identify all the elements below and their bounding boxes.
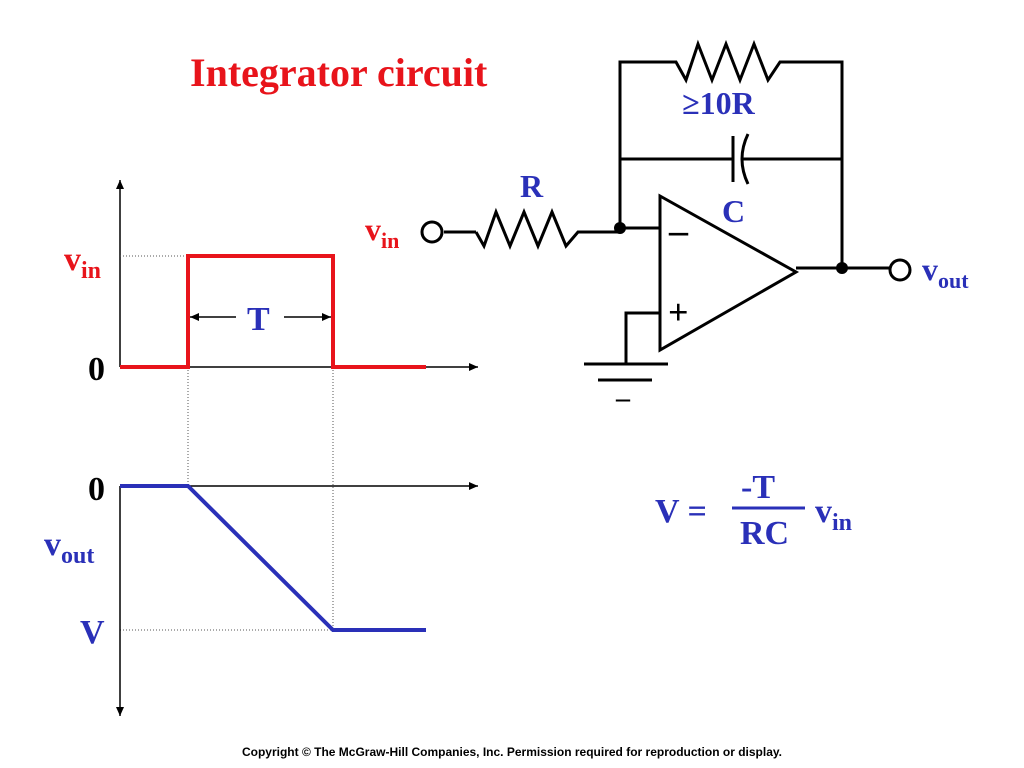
equation-lhs: V =	[655, 493, 707, 530]
input-waveform-axes	[116, 180, 478, 371]
input-zero-label: 0	[88, 351, 105, 388]
output-terminal-label: vout	[922, 251, 969, 293]
output-zero-label: 0	[88, 471, 105, 508]
noninverting-input-symbol: +	[668, 292, 689, 332]
capacitor-label: C	[722, 193, 745, 229]
copyright-notice: Copyright © The McGraw-Hill Companies, I…	[241, 745, 783, 759]
feedback-resistor	[618, 39, 844, 268]
output-waveform-axes	[116, 482, 478, 716]
equation-numerator: -T	[741, 469, 775, 506]
vout-waveform-label: vout	[44, 526, 94, 569]
pulse-width-label: T	[247, 301, 270, 338]
input-resistor-label: R	[520, 168, 544, 204]
inverting-input-symbol: –	[668, 210, 689, 252]
input-pulse-trace	[120, 254, 426, 369]
input-resistor	[474, 207, 660, 250]
noninverting-ground-wire	[624, 311, 660, 364]
equation-denominator: RC	[740, 515, 789, 552]
output-terminal	[888, 258, 912, 282]
circuit-schematic	[444, 39, 890, 382]
vin-waveform-label: vin	[64, 241, 101, 284]
guide-lines	[120, 255, 334, 631]
input-terminal	[420, 220, 444, 244]
equation-factor: vin	[815, 493, 852, 536]
input-junction-dot	[614, 222, 626, 234]
ground-symbol: –	[615, 383, 631, 414]
op-amp-triangle	[658, 193, 800, 353]
output-final-label: V	[80, 614, 105, 651]
output-junction-dot	[836, 262, 848, 274]
input-terminal-label: vin	[365, 211, 399, 253]
output-ramp-trace	[120, 484, 426, 632]
integrator-equation: V = -T RC vin	[655, 469, 852, 552]
feedback-resistor-label: ≥10R	[682, 85, 756, 121]
page-title: Integrator circuit	[190, 50, 488, 95]
